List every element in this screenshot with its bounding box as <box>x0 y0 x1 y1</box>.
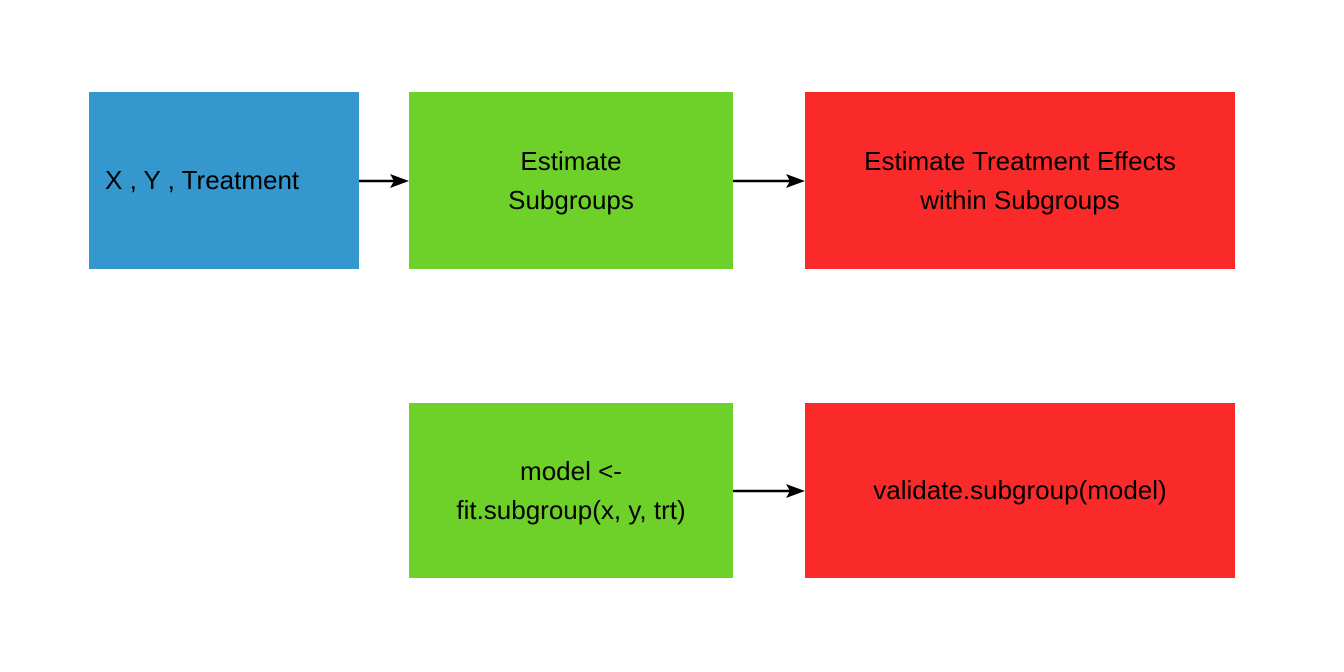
node-estimate-subgroups[interactable]: Estimate Subgroups <box>409 92 733 269</box>
arrow-right-icon-fit-subgroup-to-validate-subgroup <box>733 475 805 507</box>
arrow-right-icon-estimate-subgroups-to-effects <box>733 165 805 197</box>
arrow-right-icon-data-to-estimate-subgroups <box>359 165 409 197</box>
node-validate-subgroup-code[interactable]: validate.subgroup(model) <box>805 403 1235 578</box>
node-estimate-treatment-effects[interactable]: Estimate Treatment Effects within Subgro… <box>805 92 1235 269</box>
node-fit-subgroup-code[interactable]: model <- fit.subgroup(x, y, trt) <box>409 403 733 578</box>
node-data-inputs[interactable]: X , Y , Treatment <box>89 92 359 269</box>
